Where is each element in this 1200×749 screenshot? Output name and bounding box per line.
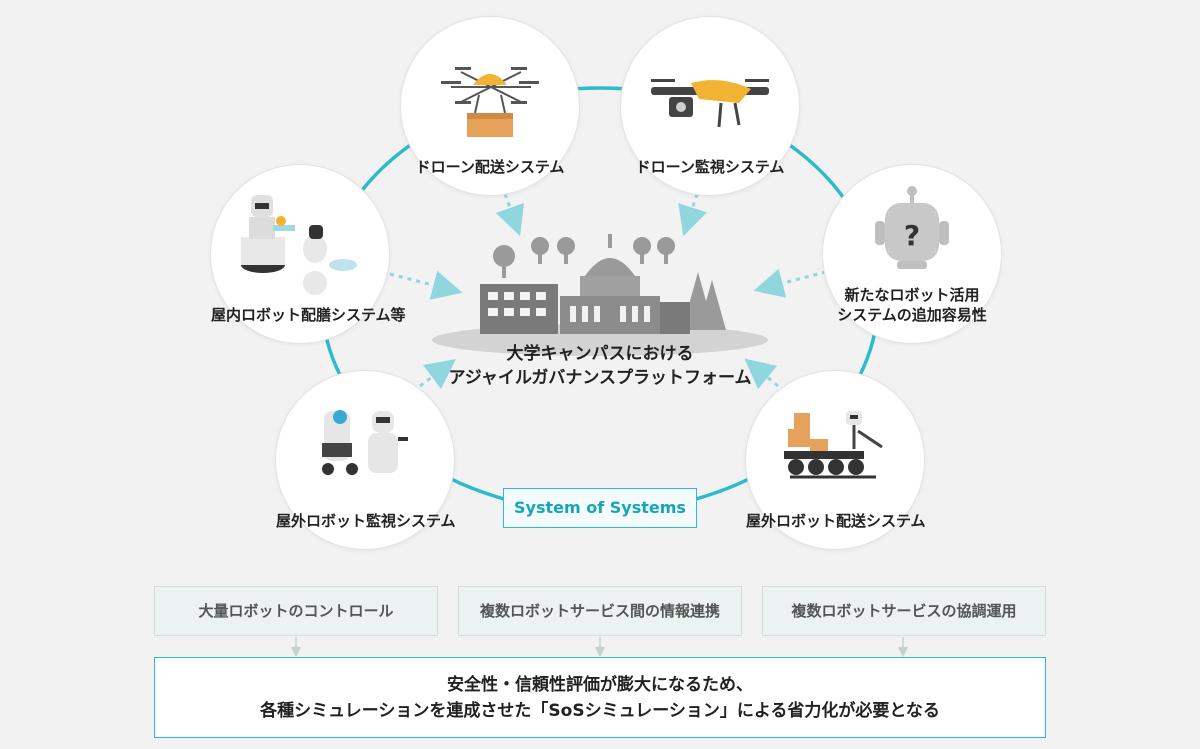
camera-drone-icon xyxy=(651,79,769,128)
campus-icon xyxy=(432,234,768,356)
security-robot-icon xyxy=(322,410,408,475)
node-outdoor-delivery: 屋外ロボット配送システム xyxy=(745,370,926,550)
sos-badge: System of Systems xyxy=(503,488,697,528)
node-label: 屋内ロボット配膳システム等 xyxy=(211,306,406,324)
arrow-drone-delivery xyxy=(495,193,525,237)
center-label-line1: 大学キャンパスにおける xyxy=(506,344,694,364)
delivery-rover-icon xyxy=(784,411,883,479)
node-label: 屋外ロボット監視システム xyxy=(276,512,456,530)
node-label: ドローン監視システム xyxy=(635,158,785,176)
result-box: 安全性・信頼性評価が膨大になるため、 各種シミュレーションを連成させた「SoSシ… xyxy=(154,657,1046,738)
node-label: 屋外ロボット配送システム xyxy=(746,512,926,530)
node-drone-delivery: ドローン配送システム xyxy=(400,16,580,196)
node-indoor-robot: 屋内ロボット配膳システム等 xyxy=(210,164,406,344)
node-drone-monitor: ドローン監視システム xyxy=(620,16,800,196)
node-label-line2: システムの追加容易性 xyxy=(837,306,987,324)
delivery-drone-icon xyxy=(441,67,539,137)
node-outdoor-monitor: 屋外ロボット監視システム xyxy=(275,370,456,550)
serving-robot-icon xyxy=(241,195,357,295)
center-label-line2: アジャイルガバナンスプラットフォーム xyxy=(448,368,752,388)
node-label-line1: 新たなロボット活用 xyxy=(844,286,980,304)
svg-text:?: ? xyxy=(904,219,920,252)
requirement-box-coop: 複数ロボットサービスの協調運用 xyxy=(762,586,1046,636)
question-robot-icon: ? xyxy=(875,186,949,269)
requirement-box-control: 大量ロボットのコントロール xyxy=(154,586,438,636)
requirement-box-info-link: 複数ロボットサービス間の情報連携 xyxy=(458,586,742,636)
node-label: 新たなロボット活用 システムの追加容易性 xyxy=(823,285,1001,325)
arrow-indoor-robot xyxy=(389,270,463,300)
result-line2: 各種シミュレーションを連成させた「SoSシミュレーション」による省力化が必要とな… xyxy=(260,701,940,721)
arrow-drone-monitor xyxy=(678,193,707,237)
node-label: ドローン配送システム xyxy=(415,158,565,176)
arrow-new-robot xyxy=(753,268,827,298)
center-label: 大学キャンパスにおける アジャイルガバナンスプラットフォーム xyxy=(430,342,770,390)
node-new-robot: ? 新たなロボット活用 システムの追加容易性 xyxy=(822,164,1002,344)
result-line1: 安全性・信頼性評価が膨大になるため、 xyxy=(447,675,753,695)
